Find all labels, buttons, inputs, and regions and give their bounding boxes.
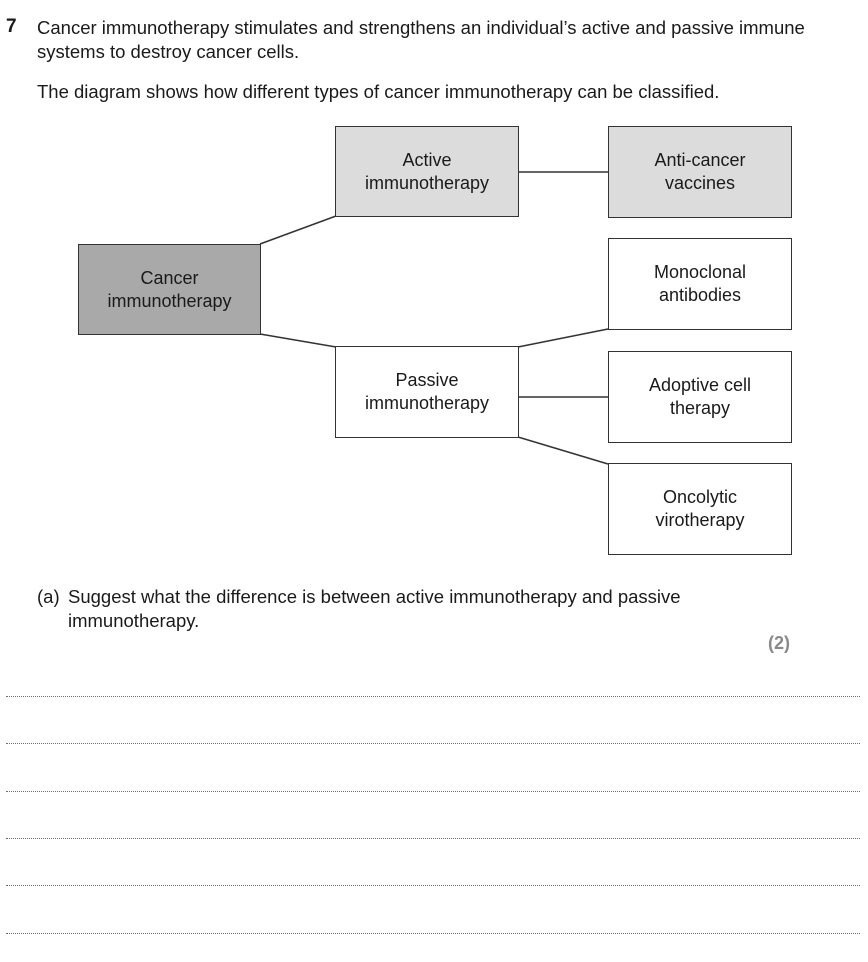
box-monoclonal-antibodies: Monoclonal antibodies: [608, 238, 792, 330]
box-adoptive-cell-therapy: Adoptive cell therapy: [608, 351, 792, 443]
answer-line[interactable]: [6, 791, 860, 792]
part-a-question: (a) Suggest what the difference is betwe…: [37, 585, 688, 633]
box-active-immunotherapy-label: Active immunotherapy: [364, 149, 490, 193]
connector-passive-oncolytic: [517, 436, 609, 465]
box-passive-immunotherapy: Passive immunotherapy: [335, 346, 519, 438]
part-a-text: Suggest what the difference is between a…: [68, 586, 681, 631]
answer-line[interactable]: [6, 696, 860, 697]
diagram-intro: The diagram shows how different types of…: [37, 81, 720, 102]
answer-line[interactable]: [6, 885, 860, 886]
part-a-marks: (2): [768, 633, 790, 653]
answer-line[interactable]: [6, 933, 860, 934]
connector-root-active: [259, 215, 337, 245]
answer-line[interactable]: [6, 743, 860, 744]
box-cancer-immunotherapy: Cancer immunotherapy: [78, 244, 261, 335]
question-number: 7: [6, 16, 17, 37]
question-intro: Cancer immunotherapy stimulates and stre…: [37, 17, 805, 62]
box-anti-cancer-vaccines: Anti-cancer vaccines: [608, 126, 792, 218]
box-oncolytic-virotherapy-label: Oncolytic virotherapy: [655, 487, 745, 530]
box-active-immunotherapy: Active immunotherapy: [335, 126, 519, 217]
connector-passive-monoclonal: [517, 328, 609, 348]
answer-line[interactable]: [6, 838, 860, 839]
part-a-label: (a): [37, 586, 60, 607]
box-cancer-immunotherapy-label: Cancer immunotherapy: [107, 267, 232, 311]
box-anti-cancer-vaccines-label: Anti-cancer vaccines: [654, 150, 746, 193]
box-monoclonal-antibodies-label: Monoclonal antibodies: [653, 262, 747, 305]
box-oncolytic-virotherapy: Oncolytic virotherapy: [608, 463, 792, 555]
connector-root-passive: [259, 333, 337, 348]
box-adoptive-cell-therapy-label: Adoptive cell therapy: [648, 375, 752, 418]
box-passive-immunotherapy-label: Passive immunotherapy: [364, 370, 490, 413]
